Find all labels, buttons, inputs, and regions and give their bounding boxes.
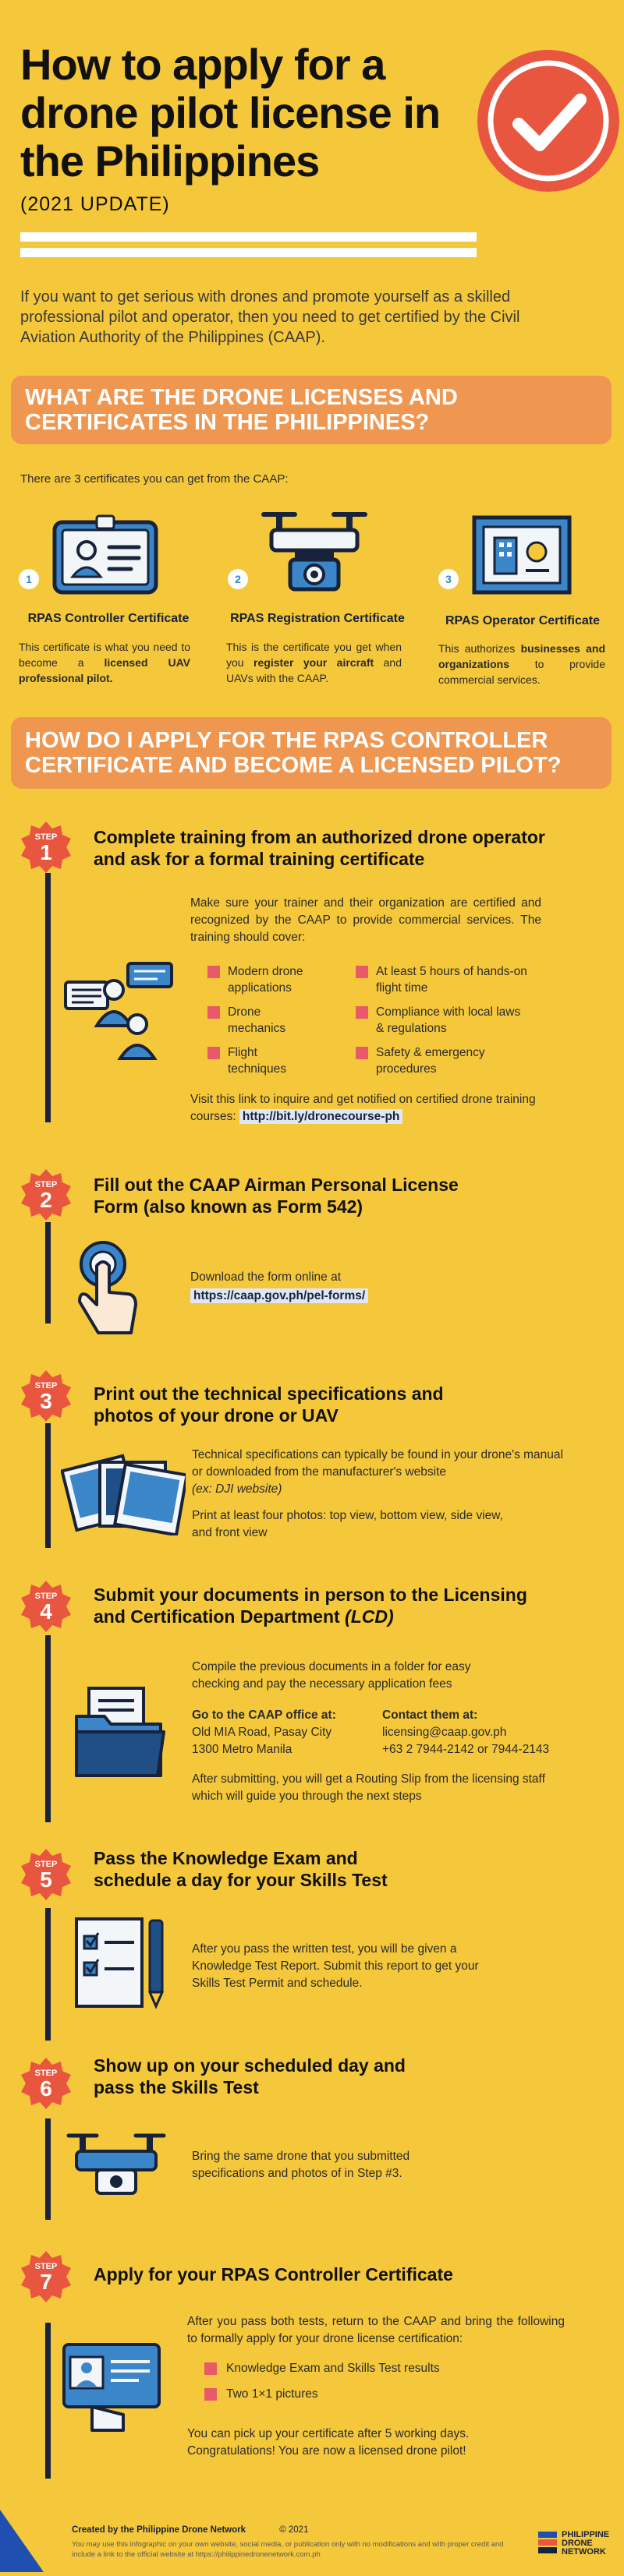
contact-email[interactable]: licensing@caap.gov.ph <box>382 1726 507 1739</box>
step-badge: STEP 3 <box>20 1370 72 1422</box>
step-title: Pass the Knowledge Exam and schedule a d… <box>94 1848 388 1890</box>
footer-credit: Created by the Philippine Drone Network … <box>72 2525 309 2535</box>
divider <box>20 232 477 242</box>
list-item: Compliance with local laws & regulations <box>356 1004 527 1037</box>
step-badge: STEP 5 <box>20 1849 72 1900</box>
step-text: Download the form online at <box>190 1270 342 1284</box>
folder-documents-icon <box>73 1685 167 1783</box>
step-note: (ex: DJI website) <box>192 1482 282 1496</box>
step-number: 7 <box>40 2270 52 2294</box>
timeline-line <box>45 1222 51 1323</box>
section-banner-apply: HOW DO I APPLY FOR THE RPAS CONTROLLER C… <box>11 717 612 789</box>
timeline-line <box>45 1908 51 2041</box>
page-subtitle: (2021 UPDATE) <box>20 193 170 215</box>
step-label: STEP <box>34 832 58 842</box>
training-presenter-icon <box>64 959 173 1064</box>
cert-desc: This certificate is what you need to bec… <box>19 641 190 684</box>
photos-icon <box>60 1450 189 1539</box>
cert-title: RPAS Operator Certificate <box>445 614 600 627</box>
step-number: 3 <box>40 1389 52 1413</box>
step-number: 2 <box>40 1188 52 1212</box>
step-title: Apply for your RPAS Controller Certifica… <box>94 2264 453 2284</box>
contact-info: Contact them at: licensing@caap.gov.ph +… <box>382 1707 585 1758</box>
step-title: Complete training from an authorized dro… <box>94 827 545 869</box>
step-badge: STEP 4 <box>20 1581 72 1632</box>
timeline-line <box>45 873 51 1122</box>
certificate-frame-icon <box>471 514 573 599</box>
step-badge: STEP 7 <box>20 2251 72 2302</box>
list-item: Knowledge Exam and Skills Test results <box>204 2360 516 2376</box>
step-number: 6 <box>40 2076 52 2101</box>
list-item: Modern drone applications <box>207 963 356 996</box>
timeline-line <box>45 1635 51 1822</box>
step-text: Visit this link to inquire and get notif… <box>190 1093 536 1124</box>
cert-title: RPAS Registration Certificate <box>230 612 405 625</box>
drone-camera-icon <box>256 507 373 596</box>
pdn-logo: PHILIPPINE DRONE NETWORK <box>537 2528 612 2558</box>
step-text: Technical specifications can typically b… <box>192 1448 563 1479</box>
list-item: Two 1×1 pictures <box>204 2386 516 2402</box>
cert-number: 2 <box>228 569 248 589</box>
intro-text: If you want to get serious with drones a… <box>20 288 520 346</box>
footer-note: You may use this infographic on your own… <box>72 2540 504 2559</box>
timeline-line <box>45 2323 51 2479</box>
finger-tap-icon <box>72 1239 142 1345</box>
training-topics-list: Modern drone applications At least 5 hou… <box>207 963 535 1077</box>
form-link[interactable]: https://caap.gov.ph/pel-forms/ <box>190 1288 369 1305</box>
step-badge: STEP 2 <box>20 1169 72 1221</box>
checklist-pen-icon <box>73 1916 167 2013</box>
step-text: Make sure your trainer and their organiz… <box>190 896 541 944</box>
step-label: STEP <box>34 1860 58 1869</box>
step-label: STEP <box>34 2069 58 2078</box>
drone-icon <box>66 2128 167 2202</box>
step-title: Submit your documents in person to the L… <box>94 1585 527 1627</box>
step-badge: STEP 1 <box>20 822 72 873</box>
step-number: 1 <box>40 840 52 864</box>
requirements-list: Knowledge Exam and Skills Test results T… <box>204 2360 516 2402</box>
step-text: After submitting, you will get a Routing… <box>192 1772 545 1803</box>
step-text: After you pass the written test, you wil… <box>192 1942 479 1990</box>
step-title: Print out the technical specifications a… <box>94 1383 444 1426</box>
cert-number: 3 <box>438 569 459 589</box>
step-label: STEP <box>34 2262 58 2271</box>
step-text: Compile the previous documents in a fold… <box>192 1660 471 1691</box>
step-title: Show up on your scheduled day and pass t… <box>94 2055 406 2097</box>
list-item: Flight techniques <box>207 1044 356 1077</box>
step-label: STEP <box>34 1592 58 1601</box>
list-item: Drone mechanics <box>207 1004 356 1037</box>
training-link[interactable]: http://bit.ly/dronecourse-ph <box>239 1109 403 1124</box>
certificates-lead: There are 3 certificates you can get fro… <box>20 472 289 486</box>
footer-corner-shape <box>0 2486 70 2576</box>
step-number: 5 <box>40 1868 52 1892</box>
page-title: How to apply for a drone pilot license i… <box>20 40 441 186</box>
cert-desc: This authorizes businesses and organizat… <box>438 642 605 686</box>
cert-desc: This is the certificate you get when you… <box>226 641 402 684</box>
office-address: Go to the CAAP office at: Old MIA Road, … <box>192 1708 336 1756</box>
step-number: 4 <box>40 1599 52 1624</box>
id-card-icon <box>51 514 159 599</box>
license-card-icon <box>61 2340 162 2437</box>
step-title: Fill out the CAAP Airman Personal Licens… <box>94 1175 459 1217</box>
flag-stripes-icon <box>538 2532 557 2553</box>
cert-title: RPAS Controller Certificate <box>27 612 190 625</box>
timeline-line <box>45 2118 51 2220</box>
step-badge: STEP 6 <box>20 2058 72 2109</box>
step-label: STEP <box>34 1381 58 1390</box>
section-banner-certificates: WHAT ARE THE DRONE LICENSES AND CERTIFIC… <box>11 376 612 444</box>
list-item: Safety & emergency procedures <box>356 1044 527 1077</box>
step-text: After you pass both tests, return to the… <box>187 2315 565 2345</box>
step-text: Bring the same drone that you submitted … <box>192 2150 410 2180</box>
step-text: You can pick up your certificate after 5… <box>187 2427 470 2458</box>
list-item: At least 5 hours of hands-on flight time <box>356 963 527 996</box>
step-label: STEP <box>34 1180 58 1189</box>
contact-phone: +63 2 7944-2142 or 7944-2143 <box>382 1743 550 1756</box>
check-badge-icon <box>476 48 621 193</box>
step-text: Print at least four photos: top view, bo… <box>192 1509 503 1539</box>
divider <box>20 248 477 257</box>
timeline-line <box>45 1423 51 1548</box>
cert-number: 1 <box>19 569 39 589</box>
